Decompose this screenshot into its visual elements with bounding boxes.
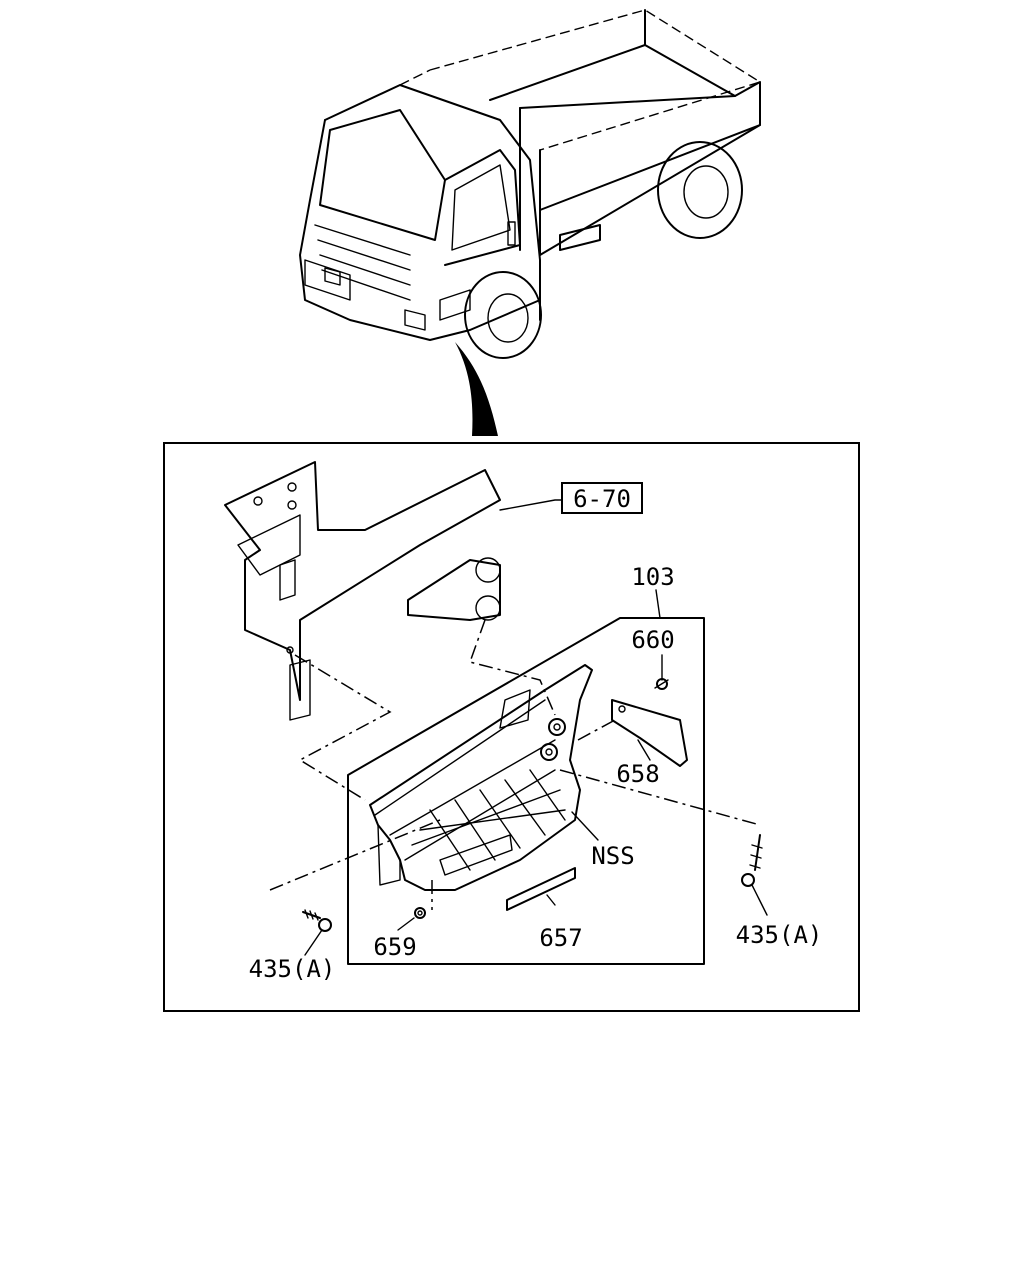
- bracket-plate: [611, 699, 688, 767]
- label-660: 660: [631, 626, 674, 654]
- ref-box-label: 6-70: [573, 485, 631, 513]
- detail-frame: [163, 442, 860, 1012]
- label-103: 103: [631, 563, 674, 591]
- screw-left: [302, 909, 332, 932]
- bolt-660: [654, 678, 669, 690]
- label-657: 657: [539, 924, 582, 952]
- label-658: 658: [616, 760, 659, 788]
- reflector-strip: [506, 867, 576, 911]
- alignment-lines: [269, 619, 761, 910]
- label-nss: NSS: [591, 842, 634, 870]
- leader-lines: [304, 499, 768, 956]
- label-659: 659: [373, 933, 416, 961]
- label-435-left: 435(A): [249, 955, 336, 983]
- truck-illustration: [299, 9, 762, 436]
- label-435-right: 435(A): [736, 921, 823, 949]
- ref-box: [561, 482, 643, 514]
- step-assembly-box: [347, 617, 705, 965]
- screw-right: [741, 834, 763, 887]
- frame-bracket: [224, 461, 501, 721]
- clip-659: [414, 907, 426, 919]
- step-body: [369, 664, 593, 891]
